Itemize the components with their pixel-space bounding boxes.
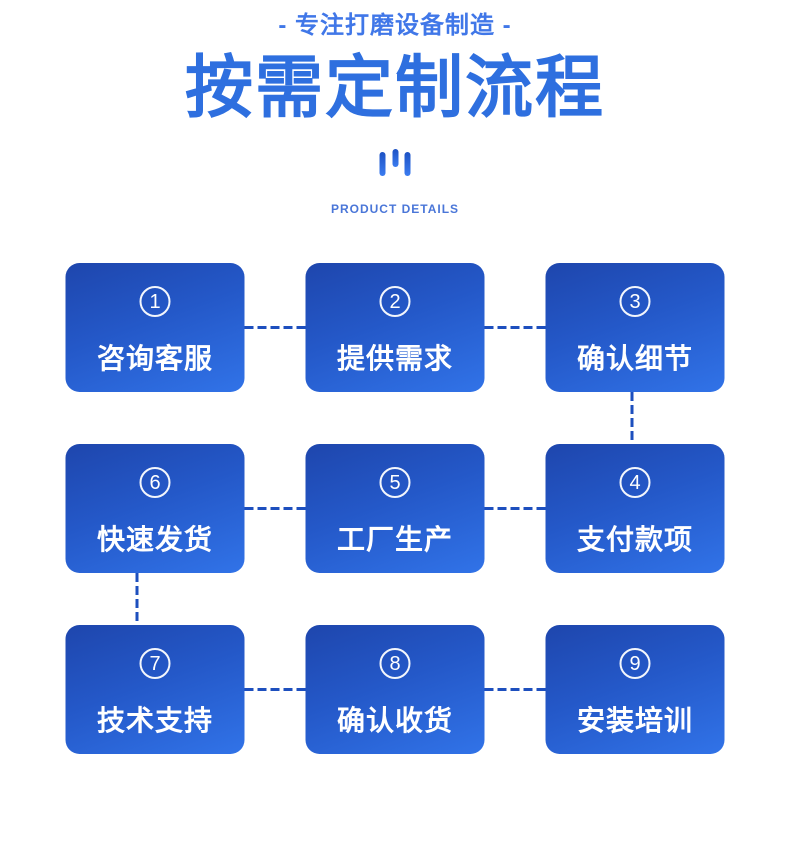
dashed-connector-vertical (135, 573, 139, 625)
step-number-badge: 1 (139, 286, 171, 317)
step-label: 确认细节 (576, 343, 693, 374)
flow-step-card: 8 确认收货 (305, 625, 485, 754)
step-number-badge: 7 (139, 648, 171, 679)
flow-step-card: 9 安装培训 (545, 625, 725, 754)
step-number-badge: 3 (619, 286, 651, 317)
flow-step-card: 7 技术支持 (65, 625, 245, 754)
step-number-badge: 9 (619, 648, 651, 679)
flow-step-card: 3 确认细节 (545, 263, 725, 392)
section-label: PRODUCT DETAILS (330, 202, 460, 216)
step-label: 支付款项 (576, 524, 693, 555)
dashed-connector-horizontal (244, 326, 306, 329)
page-title: 按需定制流程 (184, 50, 605, 126)
flow-step-card: 6 快速发货 (65, 444, 245, 573)
tagline: - 专注打磨设备制造 - (278, 12, 512, 39)
flow-step-card: 1 咨询客服 (65, 263, 245, 392)
dashed-connector-horizontal (484, 326, 546, 329)
step-number-badge: 8 (379, 648, 411, 679)
step-label: 咨询客服 (96, 343, 213, 374)
step-label: 安装培训 (576, 705, 693, 736)
step-label: 快速发货 (96, 524, 213, 555)
dashed-connector-horizontal (484, 688, 546, 691)
step-label: 提供需求 (336, 343, 453, 374)
three-bars-icon (379, 149, 411, 177)
flow-step-card: 4 支付款项 (545, 444, 725, 573)
process-flow-grid: 1 咨询客服 2 提供需求 3 确认细节 6 快速发货 5 工厂生产 4 支付款… (65, 263, 725, 754)
dashed-connector-vertical (630, 392, 634, 444)
flow-step-card: 2 提供需求 (305, 263, 485, 392)
step-number-badge: 6 (139, 467, 171, 498)
step-label: 确认收货 (336, 705, 453, 736)
step-label: 工厂生产 (336, 524, 453, 555)
step-number-badge: 2 (379, 286, 411, 317)
step-label: 技术支持 (96, 705, 213, 736)
dashed-connector-horizontal (484, 507, 546, 510)
dashed-connector-horizontal (244, 507, 306, 510)
flow-step-card: 5 工厂生产 (305, 444, 485, 573)
step-number-badge: 4 (619, 467, 651, 498)
dashed-connector-horizontal (244, 688, 306, 691)
step-number-badge: 5 (379, 467, 411, 498)
